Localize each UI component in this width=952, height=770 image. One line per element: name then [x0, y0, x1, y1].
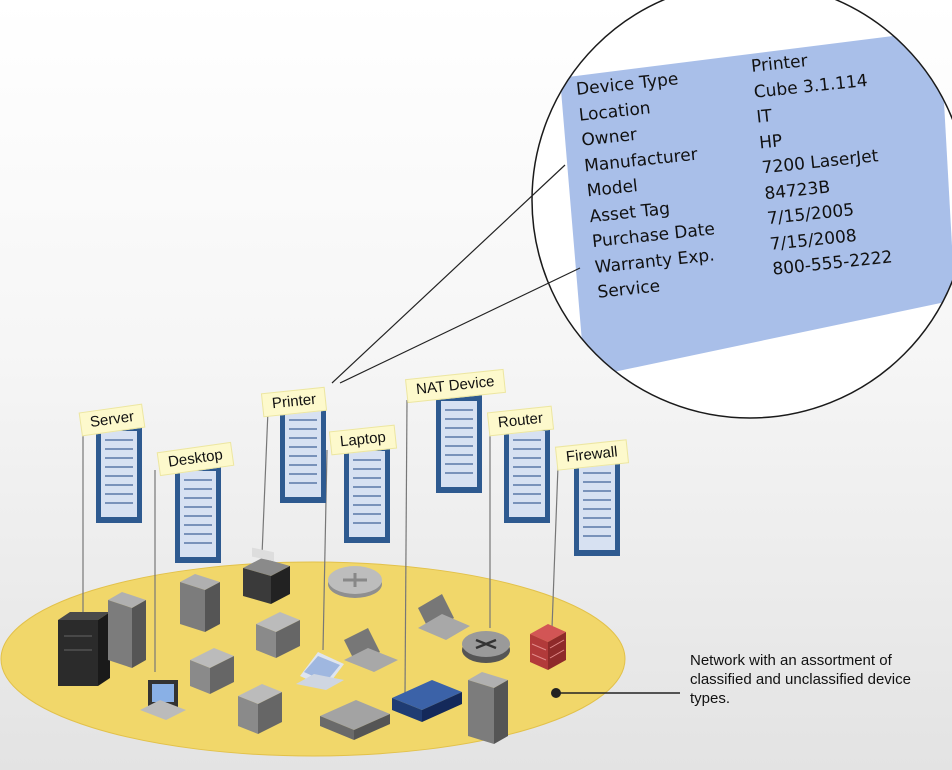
record-field-values: Printer Cube 3.1.114 IT HP 7200 LaserJet… — [750, 42, 894, 283]
modem-icon — [320, 700, 390, 740]
printer-record-card — [280, 405, 326, 503]
router-icon — [462, 631, 510, 663]
network-note: Network with an assortment of classified… — [690, 652, 911, 707]
record-field-labels: Device Type Location Owner Manufacturer … — [575, 65, 722, 306]
server-record-card — [96, 425, 142, 523]
tower-computer-icon — [180, 574, 220, 632]
white-laptop-icon — [296, 652, 344, 690]
laptop-icon — [418, 594, 470, 640]
device-record-cards — [96, 395, 620, 563]
nat-device-icon — [392, 680, 462, 722]
desktop-computer-icon — [140, 680, 186, 720]
router-record-card — [504, 425, 550, 523]
connector-stems — [82, 399, 559, 696]
note-pointer — [551, 688, 680, 698]
tower-computer-icon — [108, 592, 146, 668]
laptop-record-card — [344, 445, 390, 543]
router-disk-icon — [328, 566, 382, 598]
tower-computer-icon — [468, 672, 508, 744]
copier-icon — [238, 684, 282, 734]
device-record-card — [560, 30, 952, 378]
magnifier-callout — [531, 0, 952, 419]
server-tower-icon — [58, 612, 110, 686]
firewall-record-card — [574, 458, 620, 556]
network-devices — [58, 547, 566, 744]
copier-icon — [190, 648, 234, 694]
callout-lines — [331, 164, 581, 384]
firewall-icon — [530, 624, 566, 670]
desktop-record-card — [175, 465, 221, 563]
copier-icon — [256, 612, 300, 658]
laptop-icon — [344, 628, 398, 672]
printer-icon — [243, 547, 290, 604]
nat-device-record-card — [436, 395, 482, 493]
